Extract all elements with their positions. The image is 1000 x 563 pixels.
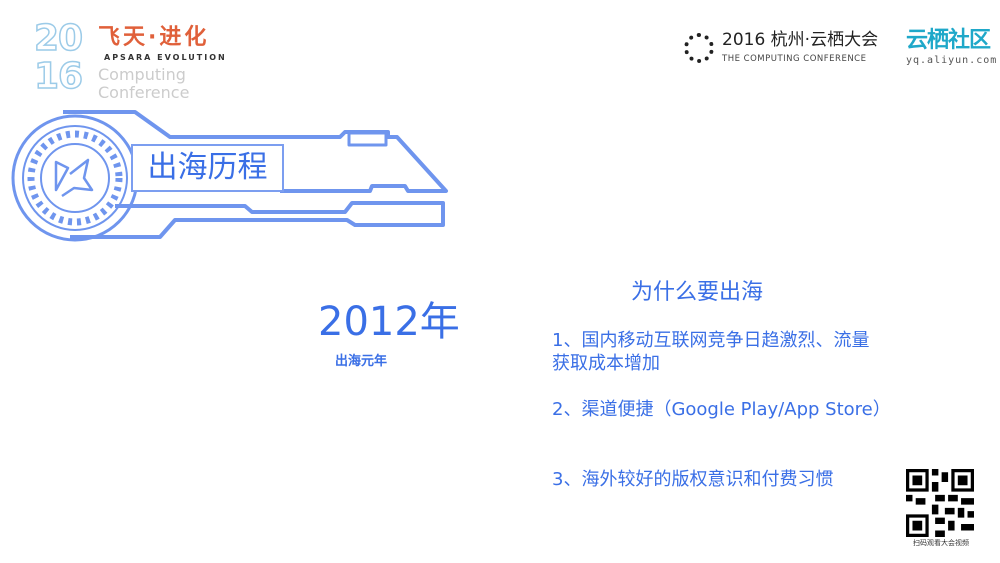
key-frame-graphic: [11, 110, 448, 242]
conference-title: 2016 杭州·云栖大会: [722, 30, 879, 50]
conference-subtitle: THE COMPUTING CONFERENCE: [722, 54, 867, 64]
conference-logo-icon: [684, 33, 714, 63]
qr-code-icon: [906, 469, 974, 537]
community-title: 云栖社区: [906, 28, 991, 53]
event-logo-en: APSARA EVOLUTION: [104, 53, 227, 62]
event-logo-sub: Computing Conference: [98, 65, 190, 102]
reason-item: 3、海外较好的版权意识和付费习惯: [552, 469, 834, 490]
reason-item: 1、国内移动互联网竞争日趋激烈、流量获取成本增加: [552, 330, 870, 374]
community-url: yq.aliyun.com: [906, 55, 998, 66]
qr-caption: 扫码观看大会视频: [913, 539, 969, 547]
event-logo-year: 2016: [33, 18, 84, 97]
event-logo-cn: 飞天·进化: [98, 25, 210, 50]
reason-item: 2、渠道便捷（Google Play/App Store）: [552, 399, 891, 420]
section-title: 出海历程: [131, 144, 284, 192]
year-heading: 2012年: [318, 299, 460, 345]
year-caption: 出海元年: [335, 354, 388, 369]
reasons-heading: 为什么要出海: [630, 280, 763, 305]
